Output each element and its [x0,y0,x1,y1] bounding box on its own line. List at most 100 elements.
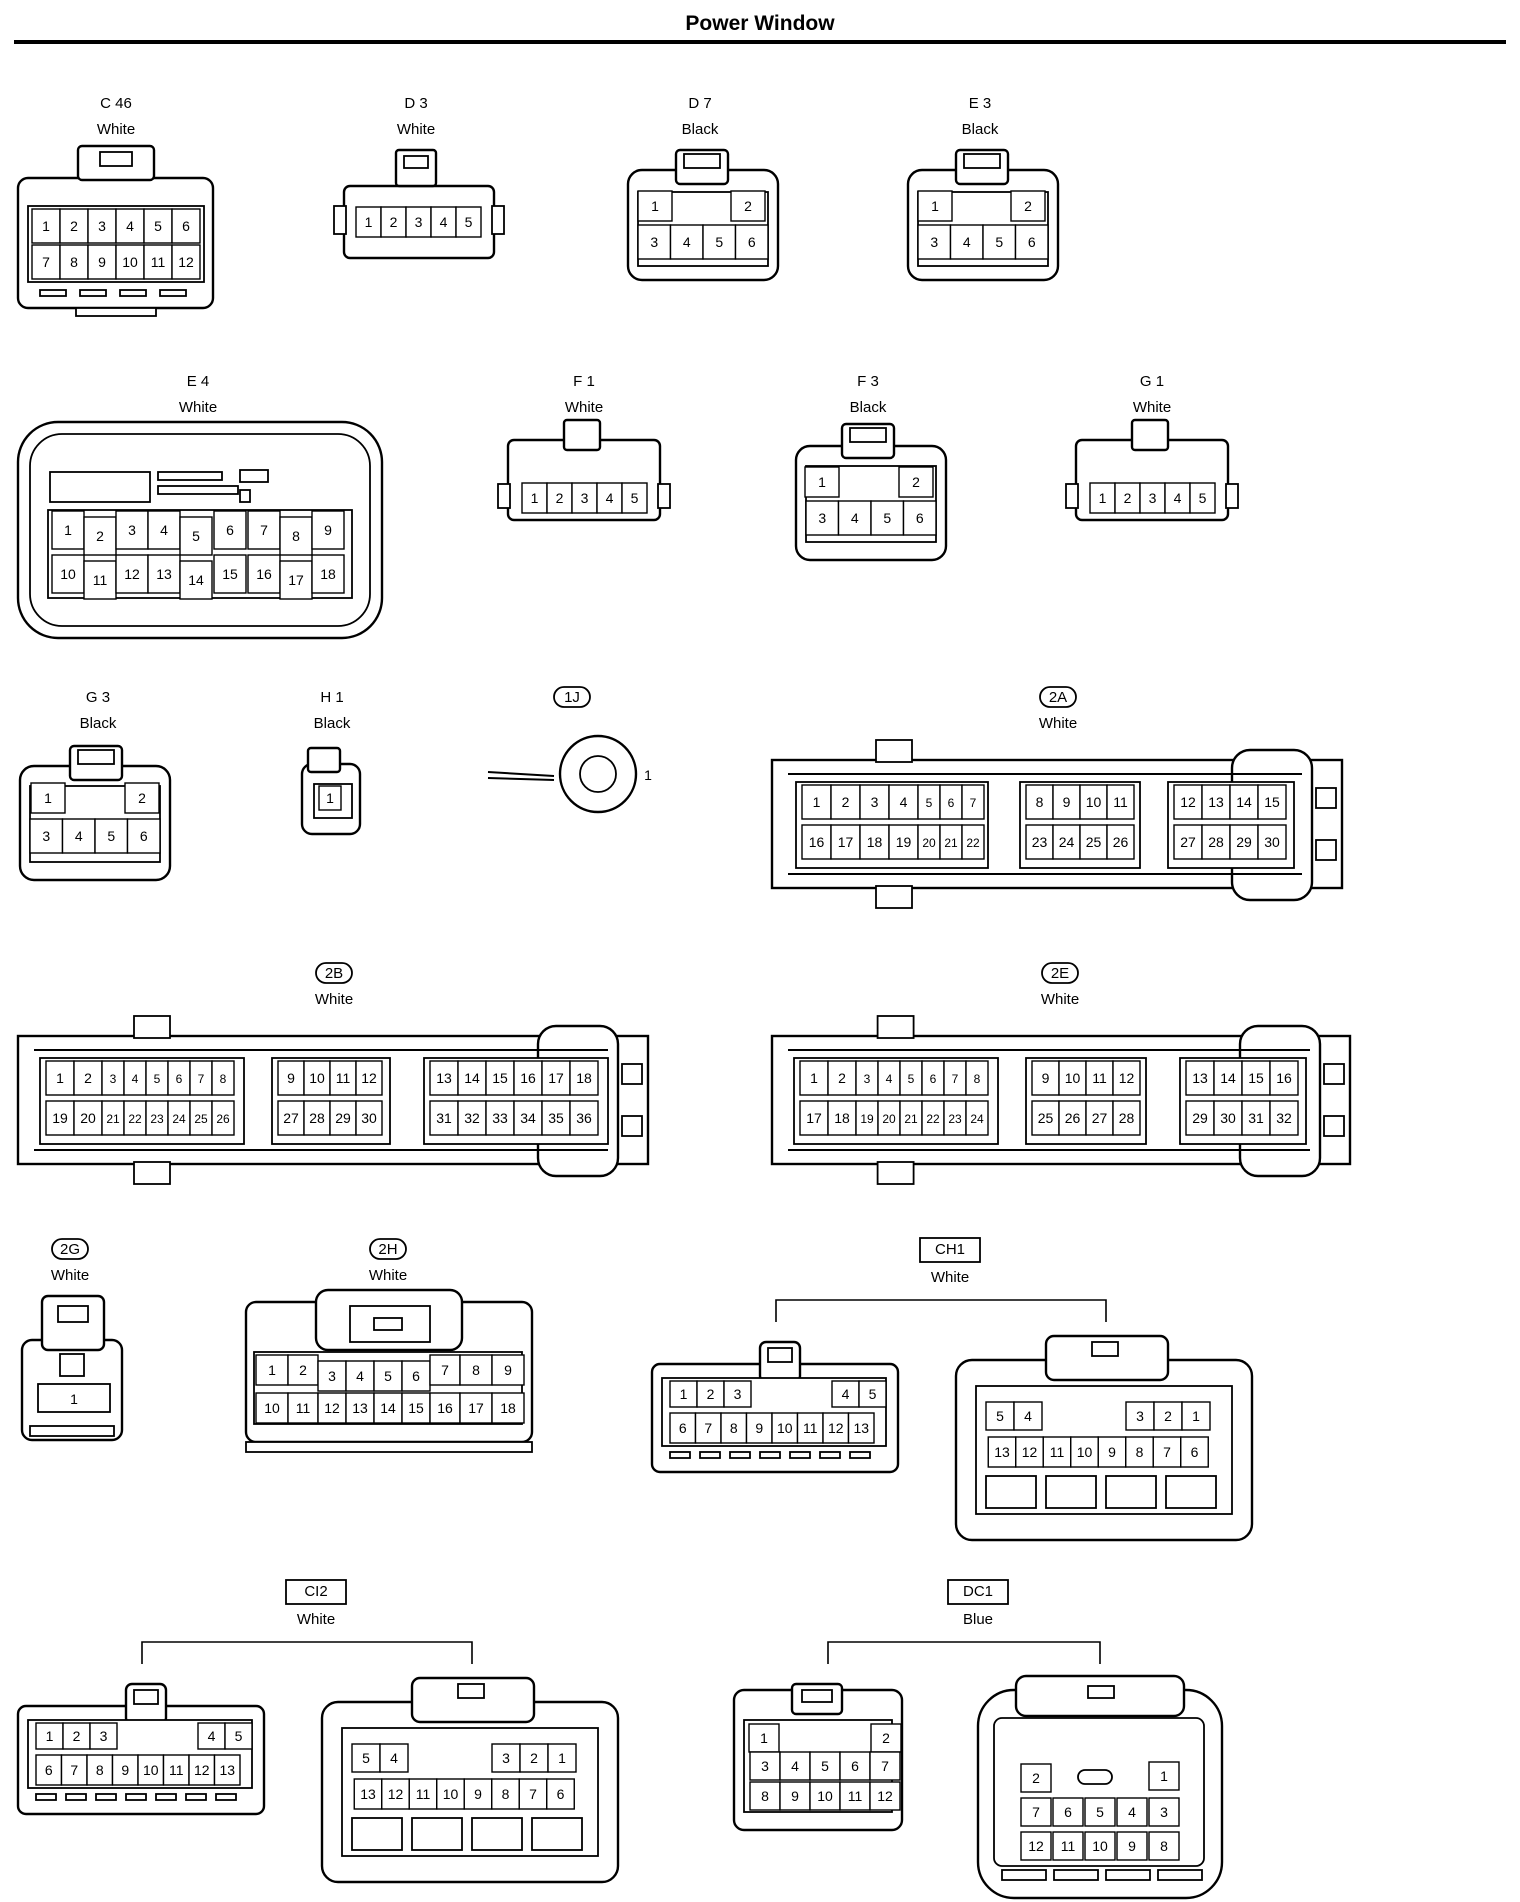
connector-id: 2G [60,1241,80,1258]
pin-number: 8 [730,1420,738,1436]
pin-number: 12 [124,566,140,582]
connector-color: Blue [963,1611,993,1628]
pin-number: 8 [292,528,300,544]
pin-number: 4 [683,234,691,250]
pin-number: 9 [791,1788,799,1804]
pin-number: 4 [1024,1408,1032,1424]
pin-number: 8 [974,1072,981,1086]
pin-number: 21 [106,1112,120,1126]
pin-number: 22 [966,836,980,850]
pin-number: 11 [296,1400,311,1416]
connector-color: White [297,1611,335,1628]
pin-number: 16 [256,566,272,582]
pin-number: 6 [851,1758,859,1774]
pin-number: 24 [970,1112,984,1126]
pin-number: 3 [871,794,879,810]
pin-number: 6 [182,218,190,234]
pin-number: 35 [548,1110,564,1126]
pin-number: 6 [930,1072,937,1086]
connector-id: 2B [325,965,343,982]
pin-number: 2 [299,1362,307,1378]
pin-number: 21 [904,1112,918,1126]
title-rule [14,40,1506,44]
pin-number: 22 [128,1112,142,1126]
pin-number: 12 [828,1420,844,1436]
pin-number: 10 [143,1762,159,1778]
pin-number: 16 [1276,1070,1292,1086]
pin-number: 5 [715,234,723,250]
pin-number: 15 [1248,1070,1264,1086]
pin-number: 5 [1199,490,1207,506]
pin-number: 2 [138,790,146,806]
pin-number: 27 [1180,834,1196,850]
pin-number: 1 [64,522,72,538]
pin-number: 3 [761,1758,769,1774]
pin-number: 9 [504,1362,512,1378]
pin-number: 1 [813,794,821,810]
pin-number: 3 [100,1728,108,1744]
pin-number: 15 [1264,794,1280,810]
pin-number: 16 [520,1070,536,1086]
pin-number: 17 [548,1070,564,1086]
pin-number: 5 [926,796,933,810]
pin-number: 8 [220,1072,227,1086]
pin-number: 6 [916,510,924,526]
pin-number: 2 [556,490,564,506]
pin-number: 1 [1160,1768,1168,1784]
pin-number: 5 [821,1758,829,1774]
pin-number: 8 [1036,794,1044,810]
pin-number: 3 [1160,1804,1168,1820]
pin-number: 10 [817,1788,833,1804]
pin-number: 17 [468,1400,484,1416]
pin-number: 7 [952,1072,959,1086]
pin-number: 4 [390,1750,398,1766]
pin-number: 13 [1208,794,1224,810]
pin-number: 6 [140,828,148,844]
pin-number: 5 [996,1408,1004,1424]
pin-number: 8 [1160,1838,1168,1854]
pin-number: 2 [1164,1408,1172,1424]
pin-number: 21 [944,836,958,850]
pin-number: 1 [931,198,939,214]
pin-number: 31 [1248,1110,1264,1126]
pin-number: 30 [361,1110,377,1126]
pin-number: 8 [96,1762,104,1778]
pin-number: 12 [388,1786,404,1802]
connector-color: White [51,1267,89,1284]
pin-number: 22 [926,1112,940,1126]
pin-number: 15 [222,566,238,582]
pin-number: 12 [178,254,194,270]
pin-number: 1 [531,490,539,506]
pin-number: 4 [160,522,168,538]
connector-id: 2E [1051,965,1069,982]
pin-number: 6 [1028,234,1036,250]
pin-number: 12 [1022,1444,1038,1460]
pin-number: 7 [260,522,268,538]
pin-number: 1 [44,790,52,806]
pin-number: 26 [1065,1110,1081,1126]
pin-number: 15 [492,1070,508,1086]
pin-number: 10 [1092,1838,1108,1854]
pin-number: 14 [380,1400,396,1416]
pin-number: 4 [963,234,971,250]
pin-number: 4 [132,1072,139,1086]
pin-number: 11 [169,1762,184,1778]
pin-number: 10 [777,1420,793,1436]
pin-number: 11 [416,1786,431,1802]
connector-color: White [397,121,435,138]
pin-number: 5 [154,218,162,234]
pin-number: 2 [842,794,850,810]
pin-number: 3 [1149,490,1157,506]
connector-color: White [1133,399,1171,416]
connector-id: E 4 [187,373,210,390]
connector-id: 2H [378,1241,397,1258]
pin-number: 13 [1192,1070,1208,1086]
